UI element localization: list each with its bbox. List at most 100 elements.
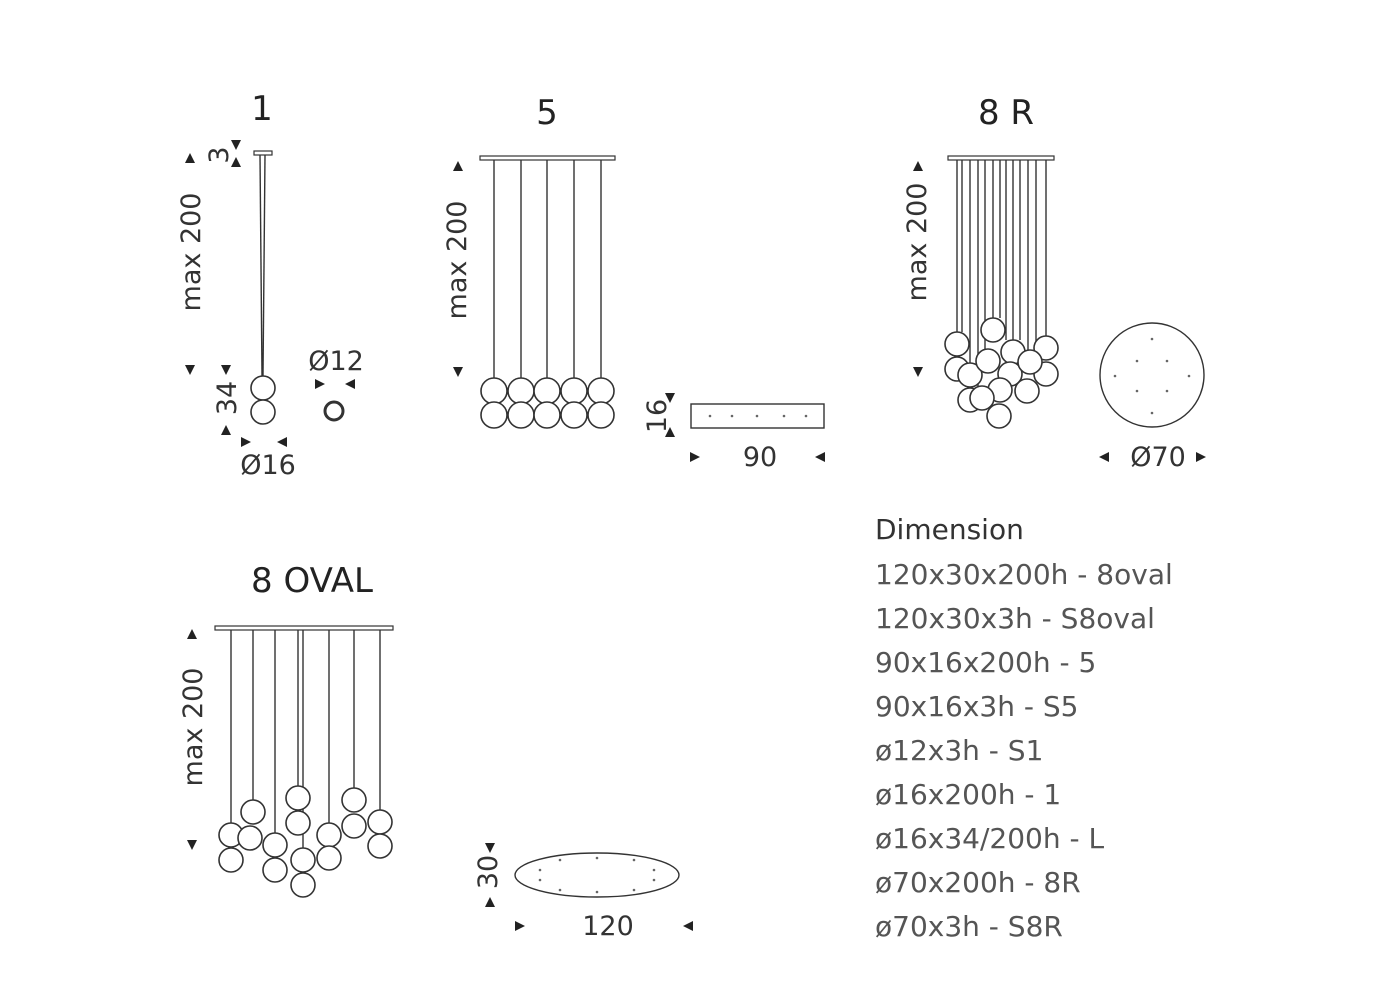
arrow-up-icon xyxy=(185,153,195,163)
arrow-down-icon xyxy=(453,367,463,377)
mount-point xyxy=(1150,337,1154,341)
model-1-drawing: 1 max 200 3 34 Ø16 Ø12 xyxy=(176,89,364,481)
sphere xyxy=(986,403,1012,429)
arrow-up-icon xyxy=(485,897,495,907)
sphere xyxy=(341,787,367,813)
mount-point xyxy=(1135,389,1139,393)
arrow-left-icon xyxy=(815,452,825,462)
model-1-pair-label: 34 xyxy=(212,381,243,415)
model-5-drawing: 5 max 200 16 90 xyxy=(442,93,825,473)
arrow-down-icon xyxy=(665,393,675,403)
model-8oval-title: 8 OVAL xyxy=(251,561,373,601)
mount-point xyxy=(755,414,759,418)
sphere xyxy=(316,845,342,871)
sphere xyxy=(480,377,508,405)
model-8r-canopy-plan xyxy=(1099,322,1205,428)
sphere xyxy=(587,401,615,429)
mount-point xyxy=(558,888,562,892)
arrow-up-icon xyxy=(187,629,197,639)
mount-point xyxy=(1165,359,1169,363)
mount-point xyxy=(595,856,599,860)
sphere xyxy=(507,401,535,429)
arrow-left-icon xyxy=(683,921,693,931)
canopy xyxy=(253,150,273,156)
mount-point xyxy=(558,858,562,862)
model-5-canopy-plan xyxy=(690,403,825,429)
canopy xyxy=(214,625,394,631)
model-8r-title: 8 R xyxy=(978,93,1034,133)
sphere xyxy=(262,832,288,858)
mount-point xyxy=(595,890,599,894)
dimension-list-item: ø70x3h - S8R xyxy=(875,910,1063,943)
model-1-canopy-label: 3 xyxy=(204,146,235,163)
mount-point xyxy=(708,414,712,418)
arrow-right-icon xyxy=(315,379,325,389)
sphere xyxy=(237,825,263,851)
cable xyxy=(259,154,263,377)
sphere xyxy=(285,785,311,811)
canopy xyxy=(947,155,1055,161)
sphere xyxy=(367,833,393,859)
dimension-list-item: 90x16x200h - 5 xyxy=(875,646,1096,679)
dimension-list-item: 120x30x3h - S8oval xyxy=(875,602,1155,635)
arrow-up-icon xyxy=(665,427,675,437)
sphere xyxy=(1014,378,1040,404)
arrow-down-icon xyxy=(913,367,923,377)
arrow-down-icon xyxy=(231,140,241,150)
sphere xyxy=(316,822,342,848)
sphere xyxy=(240,799,266,825)
mount-point xyxy=(1187,374,1191,378)
sphere xyxy=(1017,349,1043,375)
arrow-left-icon xyxy=(277,437,287,447)
sphere xyxy=(980,317,1006,343)
sphere xyxy=(533,377,561,405)
arrow-up-icon xyxy=(221,425,231,435)
model-8oval-depth-label: 30 xyxy=(473,855,504,889)
sphere xyxy=(507,377,535,405)
arrow-up-icon xyxy=(231,157,241,167)
sphere xyxy=(250,375,276,401)
arrow-down-icon xyxy=(185,365,195,375)
sphere xyxy=(587,377,615,405)
mount-point xyxy=(1150,411,1154,415)
sphere xyxy=(533,401,561,429)
arrow-down-icon xyxy=(187,840,197,850)
model-1-base-diameter: Ø12 xyxy=(308,346,364,377)
model-8r-height-label: max 200 xyxy=(902,183,933,302)
model-8oval-width-label: 120 xyxy=(582,911,634,942)
dimension-list-item: ø16x34/200h - L xyxy=(875,822,1104,855)
dimension-list-item: 90x16x3h - S5 xyxy=(875,690,1078,723)
sphere xyxy=(250,399,276,425)
arrow-up-icon xyxy=(453,161,463,171)
mount-point xyxy=(1113,374,1117,378)
dimension-heading: Dimension xyxy=(875,513,1024,546)
sphere xyxy=(290,872,316,898)
arrow-up-icon xyxy=(913,161,923,171)
mount-point xyxy=(632,888,636,892)
sphere xyxy=(975,348,1001,374)
sphere xyxy=(560,401,588,429)
canopy xyxy=(479,155,616,161)
mount-point xyxy=(730,414,734,418)
mount-point xyxy=(538,868,542,872)
dimension-list-item: ø70x200h - 8R xyxy=(875,866,1081,899)
model-1-sphere-diameter: Ø16 xyxy=(240,450,296,481)
model-8r-drawing: 8 R max 200 Ø70 xyxy=(902,93,1206,473)
arrow-right-icon xyxy=(515,921,525,931)
arrow-left-icon xyxy=(1099,452,1109,462)
sphere xyxy=(560,377,588,405)
arrow-down-icon xyxy=(485,843,495,853)
dimension-list-item: 120x30x200h - 8oval xyxy=(875,558,1173,591)
cable xyxy=(262,154,266,377)
arrow-right-icon xyxy=(241,437,251,447)
sphere xyxy=(957,362,983,388)
sphere xyxy=(480,401,508,429)
model-1-height-label: max 200 xyxy=(176,193,207,312)
model-8oval-drawing: 8 OVAL max 200 30 120 xyxy=(178,561,693,942)
model-1-base-plan xyxy=(323,400,345,422)
mount-point xyxy=(538,878,542,882)
model-8oval-height-label: max 200 xyxy=(178,668,209,787)
model-5-height-label: max 200 xyxy=(442,201,473,320)
dimension-list-item: ø12x3h - S1 xyxy=(875,734,1043,767)
